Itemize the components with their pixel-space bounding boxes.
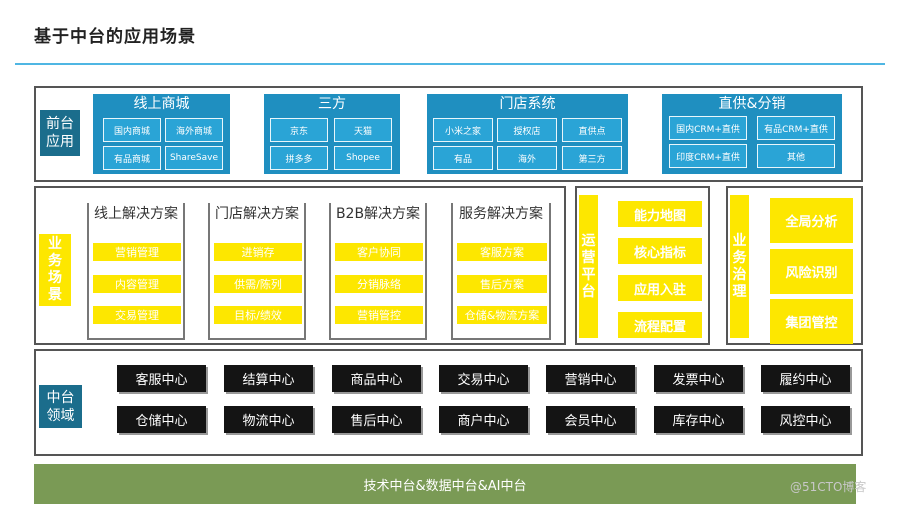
chip-jd: 京东 [270, 118, 328, 142]
third-party-group: 三方 京东 天猫 拼多多 Shopee [264, 94, 400, 174]
chip-tmall: 天猫 [334, 118, 392, 142]
service-solution-card: 服务解决方案 客服方案 售后方案 仓储&物流方案 [451, 203, 551, 340]
warehouse-center: 仓储中心 [117, 406, 206, 433]
governance-label: 业 务 治 理 [730, 195, 749, 338]
group-title: 门店系统 [499, 96, 556, 112]
b2b-solution-card: B2B解决方案 客户协同 分销脉络 营销管控 [329, 203, 427, 340]
chip-sharesave: ShareSave [165, 146, 223, 170]
group-control: 集团管控 [770, 299, 853, 344]
capability-map: 能力地图 [618, 201, 702, 227]
online-solution-card: 线上解决方案 营销管理 内容管理 交易管理 [87, 203, 185, 340]
member-center: 会员中心 [546, 406, 635, 433]
group-title: 线上商城 [133, 96, 190, 112]
transaction-center: 交易中心 [439, 365, 528, 392]
merchant-center: 商户中心 [439, 406, 528, 433]
chip-domestic-mall: 国内商城 [103, 118, 161, 142]
front-app-label: 前台 应用 [40, 110, 80, 156]
app-onboarding: 应用入驻 [618, 275, 702, 301]
after-sales-plan: 售后方案 [457, 275, 547, 293]
invoice-center: 发票中心 [654, 365, 743, 392]
global-analysis: 全局分析 [770, 198, 853, 243]
tech-data-ai-platform-bar: 技术中台&数据中台&AI中台 [34, 464, 856, 504]
process-configuration: 流程配置 [618, 312, 702, 338]
supply-demand-display: 供需/陈列 [214, 275, 302, 293]
goal-performance: 目标/绩效 [214, 306, 302, 324]
chip-youpin-mall: 有品商城 [103, 146, 161, 170]
transaction-management: 交易管理 [93, 306, 181, 324]
chip-other: 其他 [757, 144, 835, 168]
customer-collaboration: 客户协同 [335, 243, 423, 261]
chip-shopee: Shopee [334, 146, 392, 170]
page-title: 基于中台的应用场景 [34, 27, 196, 47]
chip-youpin-crm: 有品CRM+直供 [757, 116, 835, 140]
inventory-center: 库存中心 [654, 406, 743, 433]
after-sales-center: 售后中心 [332, 406, 421, 433]
group-title: 直供&分销 [718, 96, 786, 112]
direct-supply-group: 直供&分销 国内CRM+直供 有品CRM+直供 印度CRM+直供 其他 [662, 94, 842, 174]
title-divider [15, 63, 885, 65]
chip-domestic-crm: 国内CRM+直供 [669, 116, 747, 140]
customer-service-plan: 客服方案 [457, 243, 547, 261]
marketing-management: 营销管理 [93, 243, 181, 261]
ops-platform-label: 运 营 平 台 [579, 195, 598, 338]
solution-title: 服务解决方案 [459, 206, 543, 222]
solution-title: 门店解决方案 [215, 206, 299, 222]
chip-third-party: 第三方 [562, 146, 622, 170]
group-title: 三方 [318, 96, 346, 112]
settlement-center: 结算中心 [224, 365, 313, 392]
store-solution-card: 门店解决方案 进销存 供需/陈列 目标/绩效 [208, 203, 306, 340]
logistics-center: 物流中心 [224, 406, 313, 433]
chip-youpin: 有品 [433, 146, 493, 170]
chip-authorized-store: 授权店 [497, 118, 557, 142]
store-system-group: 门店系统 小米之家 授权店 直供点 有品 海外 第三方 [427, 94, 628, 174]
chip-direct-supply-point: 直供点 [562, 118, 622, 142]
watermark: @51CTO博客 [790, 480, 867, 494]
core-metrics: 核心指标 [618, 238, 702, 264]
tech-data-ai-platform-label: 技术中台&数据中台&AI中台 [363, 478, 527, 494]
fulfillment-center: 履约中心 [761, 365, 850, 392]
distribution-network: 分销脉络 [335, 275, 423, 293]
chip-mi-home: 小米之家 [433, 118, 493, 142]
middle-platform-label: 中台 领域 [39, 385, 82, 428]
risk-identification: 风险识别 [770, 249, 853, 294]
chip-india-crm: 印度CRM+直供 [669, 144, 747, 168]
online-mall-group: 线上商城 国内商城 海外商城 有品商城 ShareSave [93, 94, 230, 174]
marketing-control: 营销管控 [335, 306, 423, 324]
solution-title: 线上解决方案 [94, 206, 178, 222]
chip-overseas: 海外 [497, 146, 557, 170]
content-management: 内容管理 [93, 275, 181, 293]
product-center: 商品中心 [332, 365, 421, 392]
customer-service-center: 客服中心 [117, 365, 206, 392]
purchase-sales-inventory: 进销存 [214, 243, 302, 261]
business-scenario-label: 业 务 场 景 [39, 234, 71, 306]
warehouse-logistics-plan: 仓储&物流方案 [457, 306, 547, 324]
marketing-center: 营销中心 [546, 365, 635, 392]
chip-overseas-mall: 海外商城 [165, 118, 223, 142]
risk-control-center: 风控中心 [761, 406, 850, 433]
solution-title: B2B解决方案 [335, 206, 421, 222]
chip-pinduoduo: 拼多多 [270, 146, 328, 170]
